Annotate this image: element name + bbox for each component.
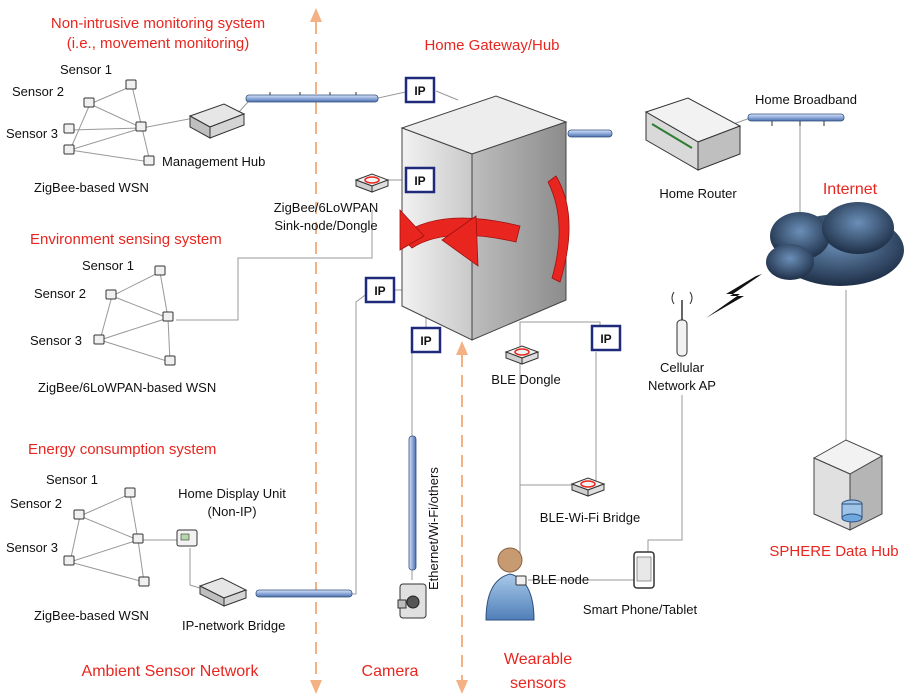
ble-dongle-icon [504, 345, 540, 365]
section-wearable-label: Wearable [504, 651, 572, 668]
bus-ethernet [408, 435, 417, 571]
dongle-label: ZigBee/6LoWPAN [274, 200, 379, 215]
lightning-icon [706, 274, 762, 318]
sensor-node [138, 576, 150, 587]
section-wearable-label: sensors [510, 675, 566, 692]
sensor-label: Sensor 1 [60, 62, 112, 77]
sensor-node [132, 533, 144, 544]
section-ambient-label: Ambient Sensor Network [82, 663, 260, 680]
sensor-label: Sensor 1 [46, 472, 98, 487]
ip-box-camera: IP [410, 326, 442, 354]
sensor-node [154, 265, 166, 276]
divider-left-arrow-top [310, 8, 322, 22]
ethernet-label: Ethernet/Wi-Fi/others [426, 467, 441, 590]
sensor-node [83, 97, 95, 108]
ble-wifi-bridge-label: BLE-Wi-Fi Bridge [540, 510, 640, 525]
internet-label: Internet [823, 181, 878, 198]
ip-label: IP [600, 332, 611, 346]
ip-label: IP [374, 284, 385, 298]
sensor-node [73, 509, 85, 520]
ip-label: IP [414, 174, 425, 188]
divider-left-arrow-bottom [310, 680, 322, 694]
internet-cloud-icon [766, 202, 904, 286]
sensor-node [162, 311, 174, 322]
cellular-label: Network AP [648, 378, 716, 393]
sensor-node [105, 289, 117, 300]
zigbee-wsn-label: ZigBee-based WSN [34, 180, 149, 195]
sensor-label: Sensor 3 [6, 540, 58, 555]
sensor-label: Sensor 2 [10, 496, 62, 511]
sink-dongle-icon [354, 173, 390, 193]
ip-label: IP [420, 334, 431, 348]
sensor-node [63, 144, 75, 155]
management-hub-icon [188, 103, 246, 139]
bus-router [567, 129, 613, 138]
home-router-label: Home Router [659, 186, 737, 201]
ip-label: IP [414, 84, 425, 98]
ble-dongle-label: BLE Dongle [491, 372, 560, 387]
smartphone-label: Smart Phone/Tablet [583, 602, 698, 617]
wsn-energy [63, 487, 207, 591]
sensor-node [124, 487, 136, 498]
bus-broadband [747, 113, 845, 126]
section-dividers [310, 8, 468, 694]
person-icon [485, 547, 535, 621]
divider-right-arrow-bottom [456, 680, 468, 694]
home-display-label: (Non-IP) [207, 504, 256, 519]
environment-title: Environment sensing system [30, 231, 222, 248]
management-hub-label: Management Hub [162, 154, 265, 169]
home-gateway-label: Home Gateway/Hub [424, 37, 559, 54]
bus-top [245, 92, 379, 103]
sensor-node [63, 123, 75, 134]
ble-wifi-bridge-icon [570, 477, 606, 497]
home-display-label: Home Display Unit [178, 486, 286, 501]
ip-bridge-icon [198, 577, 248, 607]
red-arrows [399, 175, 570, 283]
sensor-node [135, 121, 147, 132]
cellular-label: Cellular [660, 360, 705, 375]
data-hub-server-icon [812, 439, 884, 531]
dongle-label: Sink-node/Dongle [274, 218, 377, 233]
sensor-node [143, 155, 155, 166]
wsn-environment [93, 265, 176, 366]
zigbee-wsn-label: ZigBee-based WSN [34, 608, 149, 623]
home-broadband-label: Home Broadband [755, 92, 857, 107]
sensor-label: Sensor 1 [82, 258, 134, 273]
section-camera-label: Camera [362, 663, 419, 680]
smartphone-icon [633, 551, 655, 589]
sensor-node [164, 355, 176, 366]
home-gateway-icon [400, 95, 568, 341]
ip-box-top: IP [404, 76, 436, 104]
cellular-antenna-icon [671, 291, 693, 357]
non-intrusive-title: Non-intrusive monitoring system [51, 15, 265, 32]
data-hub-label: SPHERE Data Hub [769, 543, 898, 560]
lowpan-wsn-label: ZigBee/6LoWPAN-based WSN [38, 380, 216, 395]
ip-box-bridge: IP [364, 276, 396, 304]
ip-box-ble: IP [590, 324, 622, 352]
non-intrusive-subtitle: (i.e., movement monitoring) [67, 35, 250, 52]
sensor-label: Sensor 3 [6, 126, 58, 141]
sensor-node [93, 334, 105, 345]
divider-right-arrow-top [456, 341, 468, 355]
sensor-node [63, 555, 75, 566]
camera-icon [397, 583, 427, 619]
wsn-movement [63, 79, 195, 166]
ble-node-label: BLE node [532, 572, 589, 587]
sensor-label: Sensor 2 [34, 286, 86, 301]
sensor-node [125, 79, 137, 90]
ip-box-dongle: IP [404, 166, 436, 194]
bus-bridge [255, 589, 353, 598]
energy-title: Energy consumption system [28, 441, 216, 458]
ip-boxes: IP IP IP IP IP [364, 76, 622, 354]
sensor-label: Sensor 2 [12, 84, 64, 99]
sensor-label: Sensor 3 [30, 333, 82, 348]
home-router-icon [644, 97, 742, 171]
home-display-icon [176, 529, 198, 547]
ip-bridge-label: IP-network Bridge [182, 618, 285, 633]
